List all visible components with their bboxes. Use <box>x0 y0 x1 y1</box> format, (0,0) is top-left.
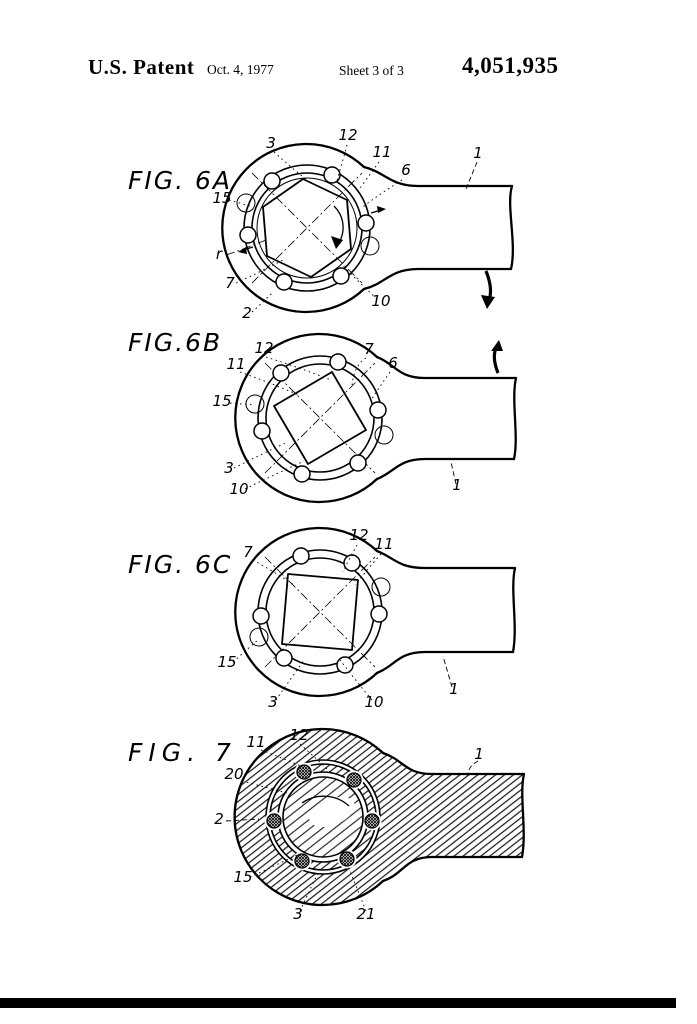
patent-header-title: U.S. Patent <box>88 55 195 79</box>
fig6a-mechanism <box>236 164 386 292</box>
figure-7: FIG. 7 11 12 20 2 15 3 21 1 <box>128 726 526 923</box>
fig7-ref-15: 15 <box>233 868 252 886</box>
figure-6a: FIG. 6A 3 12 11 6 1 15 r72 10 <box>128 126 514 322</box>
fig6a-ref-11: 11 <box>372 143 391 161</box>
fig6c-leader-lines <box>232 544 453 701</box>
scan-artifact-bar <box>0 998 676 1008</box>
fig7-ref-1: 1 <box>474 745 484 763</box>
fig6a-ref-1: 1 <box>473 144 483 162</box>
fig6b-mechanism <box>245 353 394 483</box>
fig6b-ref-7: 7 <box>364 340 374 358</box>
fig6a-ref-labels: 3 12 11 6 1 15 r72 10 <box>212 126 482 322</box>
fig6c-ref-15: 15 <box>217 653 236 671</box>
fig6b-handle-rotation-arrow <box>491 340 503 374</box>
fig6c-ref-3: 3 <box>268 693 278 711</box>
fig7-ref-11: 11 <box>246 733 265 751</box>
fig7-wrench-body-hatched <box>233 727 526 907</box>
fig6a-rotation-arrow <box>331 205 344 249</box>
fig6a-ref-3: 3 <box>266 134 276 152</box>
patent-header-number: 4,051,935 <box>462 53 559 78</box>
figure-6b: FIG.6B 12 11 76 15 3 10 1 <box>128 328 518 504</box>
fig6a-ref-7: 7 <box>225 274 235 292</box>
fig6b-ref-6: 6 <box>388 354 398 372</box>
fig6a-ref-2: 2 <box>242 304 252 322</box>
fig6a-title: FIG. 6A <box>128 166 232 195</box>
figure-6c: FIG. 6C 7 12 11 15 3 10 1 <box>128 526 517 711</box>
fig6c-ref-12: 12 <box>349 526 368 544</box>
fig6b-ref-3: 3 <box>224 459 234 477</box>
fig6b-ref-labels: 12 11 76 15 3 10 1 <box>212 339 461 498</box>
fig7-leader-lines <box>225 743 479 912</box>
patent-header-sheet: Sheet 3 of 3 <box>339 63 404 78</box>
patent-header-date: Oct. 4, 1977 <box>207 62 274 77</box>
fig6a-leader-lines <box>225 144 478 313</box>
fig6a-wrench-outline <box>221 142 514 314</box>
fig7-ref-20: 20 <box>224 765 243 783</box>
fig6c-ref-11: 11 <box>374 535 393 553</box>
fig7-cage-ring <box>264 762 382 871</box>
fig6a-handle-rotation-arrow <box>481 270 495 309</box>
fig7-ref-2: 2 <box>214 810 224 828</box>
fig7-ref-21: 21 <box>356 905 375 923</box>
fig6c-ref-10: 10 <box>364 693 383 711</box>
fig6b-ref-12: 12 <box>254 339 273 357</box>
fig6b-leader-lines <box>229 356 457 490</box>
fig7-title: FIG. 7 <box>128 738 237 767</box>
fig7-ref-labels: 11 12 20 2 15 3 21 1 <box>214 726 484 923</box>
fig6a-ref-r: r <box>216 245 223 263</box>
fig6a-ref-15: 15 <box>212 189 231 207</box>
fig6b-wrench-outline <box>234 332 518 504</box>
fig6c-ref-7: 7 <box>243 543 253 561</box>
fig6a-ref-12: 12 <box>338 126 357 144</box>
fig6b-ref-11: 11 <box>226 355 245 373</box>
fig6c-wrench-outline <box>234 526 517 698</box>
fig7-ref-12: 12 <box>289 726 308 744</box>
fig6b-ref-1: 1 <box>452 476 462 494</box>
fig6c-ref-labels: 7 12 11 15 3 10 1 <box>217 526 458 711</box>
fig6b-ref-10: 10 <box>229 480 248 498</box>
fig7-workpiece <box>282 776 364 858</box>
fig7-ref-3: 3 <box>293 905 303 923</box>
fig6c-mechanism <box>249 547 391 675</box>
fig6a-ref-10: 10 <box>371 292 390 310</box>
fig6c-ref-1: 1 <box>449 680 459 698</box>
fig6c-title: FIG. 6C <box>128 550 232 579</box>
fig6b-title: FIG.6B <box>128 328 222 357</box>
fig6b-ref-15: 15 <box>212 392 231 410</box>
fig6a-ref-6: 6 <box>401 161 411 179</box>
